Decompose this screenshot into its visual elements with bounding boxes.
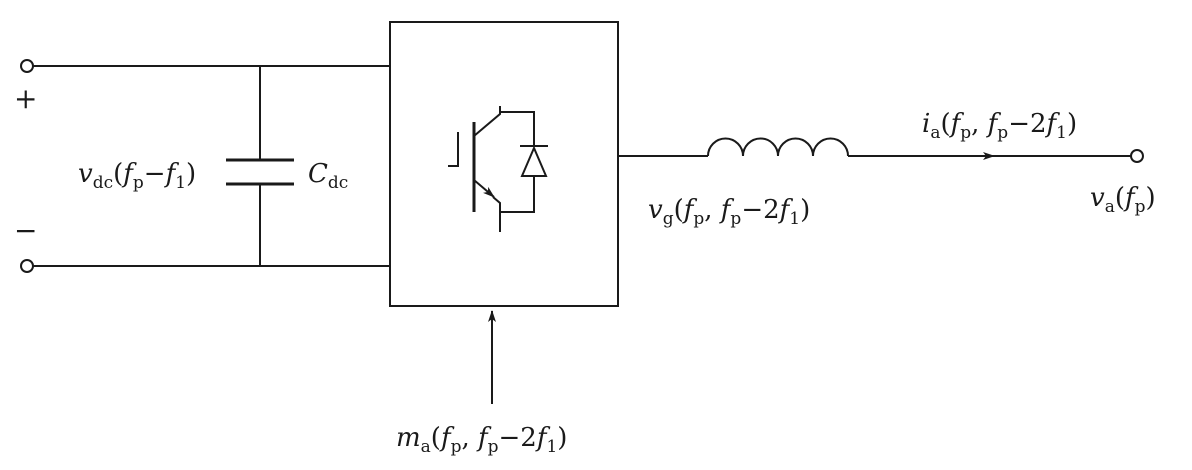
igbt-icon	[448, 106, 501, 232]
ia-label: ia(fp, fp−2f1)	[922, 109, 1077, 143]
ac-terminal	[1130, 149, 1144, 163]
ma-label: ma(fp, fp−2f1)	[396, 423, 567, 457]
dc-bus	[20, 59, 390, 273]
minus-sign: −	[14, 214, 37, 247]
vdc-label: vdc(fp−f1)	[78, 159, 196, 193]
positive-terminal	[20, 59, 34, 73]
converter-block	[389, 21, 619, 307]
antiparallel-diode-icon	[500, 111, 548, 213]
dc-link-capacitor	[226, 66, 294, 266]
inductor-icon	[707, 137, 849, 157]
va-label: va(fp)	[1090, 183, 1156, 217]
negative-terminal	[20, 259, 34, 273]
cdc-label: Cdc	[308, 159, 348, 193]
vg-label: vg(fp, fp−2f1)	[648, 195, 810, 229]
ac-output	[618, 137, 1144, 163]
plus-sign: +	[14, 82, 37, 115]
